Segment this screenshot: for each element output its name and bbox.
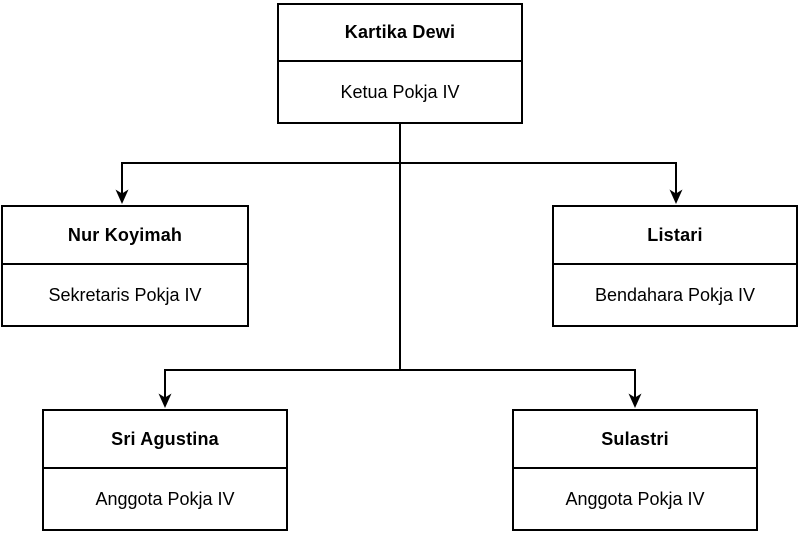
org-node-kartika-dewi: Kartika Dewi Ketua Pokja IV xyxy=(277,3,523,124)
org-node-listari: Listari Bendahara Pokja IV xyxy=(552,205,798,327)
org-node-nur-koyimah: Nur Koyimah Sekretaris Pokja IV xyxy=(1,205,249,327)
node-role: Bendahara Pokja IV xyxy=(594,284,756,305)
edge-rail-level2 xyxy=(121,162,677,198)
node-name: Sulastri xyxy=(514,411,756,469)
node-role: Anggota Pokja IV xyxy=(565,488,705,509)
org-node-sulastri: Sulastri Anggota Pokja IV xyxy=(512,409,758,531)
node-name: Sri Agustina xyxy=(44,411,286,469)
arrowhead-to-nur-koyimah xyxy=(115,189,129,204)
node-name: Listari xyxy=(554,207,796,265)
node-role: Sekretaris Pokja IV xyxy=(48,284,202,305)
node-role: Ketua Pokja IV xyxy=(340,81,460,102)
org-node-sri-agustina: Sri Agustina Anggota Pokja IV xyxy=(42,409,288,531)
arrowhead-to-sri-agustina xyxy=(158,393,172,408)
arrowhead-to-sulastri xyxy=(628,393,642,408)
node-name: Nur Koyimah xyxy=(3,207,247,265)
node-name: Kartika Dewi xyxy=(279,5,521,62)
arrowhead-to-listari xyxy=(669,189,683,204)
edge-rail-level3 xyxy=(164,369,636,402)
node-role: Anggota Pokja IV xyxy=(95,488,235,509)
